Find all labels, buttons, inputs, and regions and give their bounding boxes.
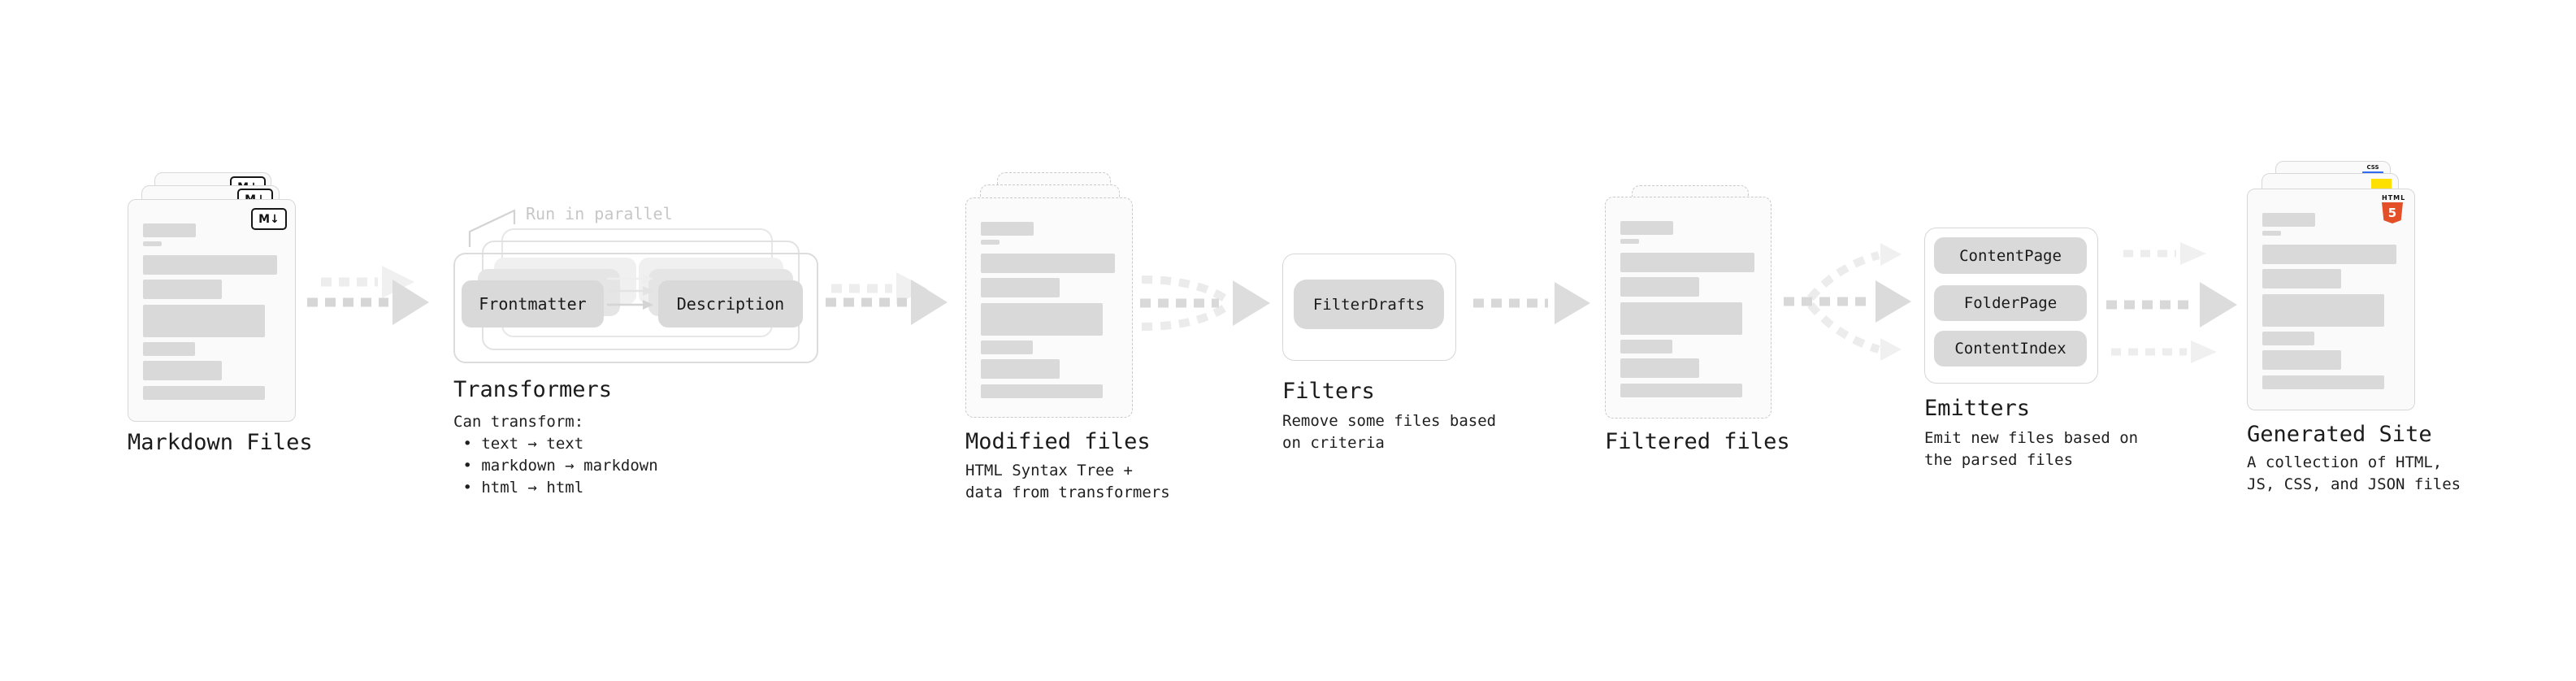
generated-file-card-front: HTML 5 xyxy=(2247,189,2415,410)
markdown-icon: M↓ xyxy=(251,208,287,230)
text-line-placeholder xyxy=(981,340,1033,354)
text-line-placeholder xyxy=(143,255,277,275)
transformer-box-front xyxy=(453,253,818,363)
generated-site-label: Generated Site xyxy=(2247,422,2432,447)
text-line-placeholder xyxy=(143,305,265,337)
modified-file-card-front xyxy=(965,197,1133,418)
text-line-placeholder xyxy=(143,280,222,299)
filtered-file-card-front xyxy=(1605,197,1772,419)
text-line-placeholder xyxy=(1620,384,1742,397)
filtered-files-label: Filtered files xyxy=(1605,429,1790,454)
text-line-placeholder xyxy=(143,361,222,380)
text-line-placeholder xyxy=(2262,269,2341,288)
filters-description: Remove some files based on criteria xyxy=(1282,412,1497,452)
text-line-placeholder xyxy=(2262,294,2384,327)
arrow-markdown-to-transformers xyxy=(307,266,429,325)
javascript-icon xyxy=(2371,179,2392,189)
emitters-description: Emit new files based on the parsed files xyxy=(1924,429,2139,469)
text-line-placeholder xyxy=(2262,245,2396,264)
text-line-placeholder xyxy=(1620,277,1699,297)
markdown-files-label: Markdown Files xyxy=(128,430,313,455)
filter-drafts-button: FilterDrafts xyxy=(1294,280,1444,329)
text-line-placeholder xyxy=(981,384,1103,398)
text-line-placeholder xyxy=(1620,239,1639,244)
emitters-box xyxy=(1924,228,2098,384)
text-line-placeholder xyxy=(2262,332,2314,345)
text-line-placeholder xyxy=(981,278,1060,297)
text-line-placeholder xyxy=(981,222,1034,236)
emitters-label: Emitters xyxy=(1924,396,2031,421)
text-line-placeholder xyxy=(1620,302,1742,335)
text-line-placeholder xyxy=(1620,340,1672,354)
markdown-file-card-front: M↓ xyxy=(128,199,296,422)
generated-site-description: A collection of HTML, JS, CSS, and JSON … xyxy=(2247,453,2461,493)
run-in-parallel-connector xyxy=(468,209,516,247)
filters-box xyxy=(1282,254,1456,361)
filters-label: Filters xyxy=(1282,379,1375,404)
text-line-placeholder xyxy=(981,240,1000,245)
transformers-description: Can transform: • text → text • markdown … xyxy=(453,413,658,497)
arrow-emitters-to-generated xyxy=(2106,242,2237,363)
text-line-placeholder xyxy=(981,254,1115,273)
modified-files-label: Modified files xyxy=(965,429,1151,454)
html5-icon: HTML 5 xyxy=(2382,194,2405,223)
text-line-placeholder xyxy=(143,223,196,237)
emitter-folder-page-button: FolderPage xyxy=(1934,285,2087,321)
run-in-parallel-note: Run in parallel xyxy=(526,204,673,223)
arrow-filtered-to-emitters xyxy=(1784,243,1911,361)
text-line-placeholder xyxy=(143,241,162,246)
text-line-placeholder xyxy=(143,386,265,400)
text-line-placeholder xyxy=(1620,358,1699,378)
text-line-placeholder xyxy=(2262,213,2315,227)
transformer-frontmatter-button: Frontmatter xyxy=(462,280,604,327)
text-line-placeholder xyxy=(2262,375,2384,389)
emitter-content-index-button: ContentIndex xyxy=(1934,331,2087,367)
text-line-placeholder xyxy=(2262,350,2341,370)
parallel-arrows xyxy=(607,274,653,310)
modified-files-description: HTML Syntax Tree + data from transformer… xyxy=(965,462,1170,501)
transformers-label: Transformers xyxy=(453,377,613,402)
text-line-placeholder xyxy=(2262,231,2281,236)
emitter-content-page-button: ContentPage xyxy=(1934,237,2087,274)
text-line-placeholder xyxy=(1620,221,1673,235)
text-line-placeholder xyxy=(1620,253,1754,272)
transformer-description-button: Description xyxy=(658,280,803,327)
arrow-modified-to-filters xyxy=(1140,275,1270,331)
arrow-transformers-to-modified xyxy=(826,272,948,325)
text-line-placeholder xyxy=(143,342,195,356)
text-line-placeholder xyxy=(981,359,1060,379)
arrow-filters-to-filtered xyxy=(1473,282,1590,324)
text-line-placeholder xyxy=(981,303,1103,336)
